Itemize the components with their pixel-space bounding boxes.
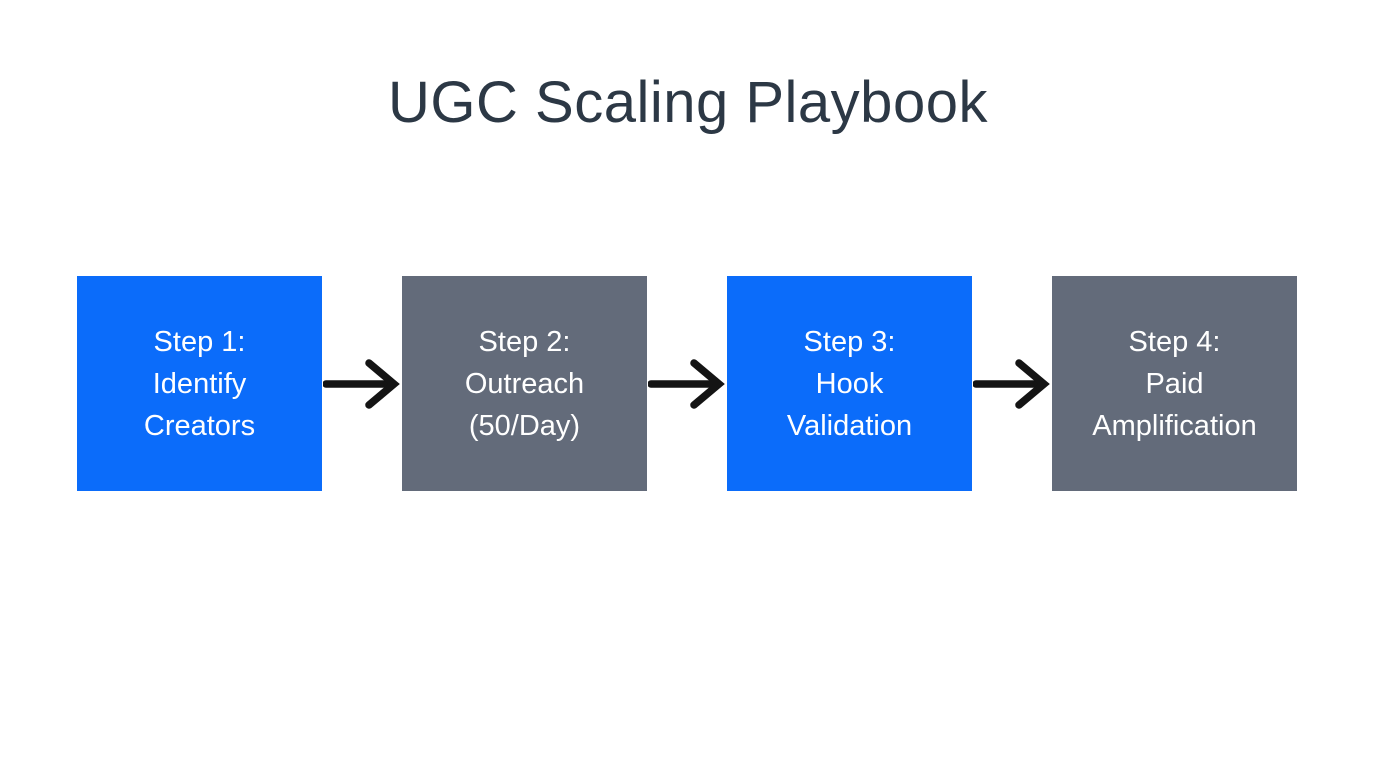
step-1-label-line-3: Creators xyxy=(143,409,256,442)
step-2-label-line-2: Outreach xyxy=(464,367,585,400)
step-1-label-line-1: Step 1: xyxy=(153,325,246,358)
arrow-right-icon xyxy=(972,276,1052,491)
step-3-label-line-3: Validation xyxy=(786,409,913,442)
step-box-3: Step 3: Hook Validation xyxy=(727,276,972,491)
step-box-4: Step 4: Paid Amplification xyxy=(1052,276,1297,491)
step-box-1: Step 1: Identify Creators xyxy=(77,276,322,491)
step-2-label-line-3: (50/Day) xyxy=(468,409,581,442)
process-flow: Step 1: Identify Creators Step 2: Outrea… xyxy=(77,276,1297,491)
page-title: UGC Scaling Playbook xyxy=(388,70,988,135)
step-4-label-line-1: Step 4: xyxy=(1128,325,1221,358)
step-1-label-line-2: Identify xyxy=(152,367,247,400)
step-box-2: Step 2: Outreach (50/Day) xyxy=(402,276,647,491)
step-4-label-line-3: Amplification xyxy=(1092,409,1257,442)
arrow-right-icon xyxy=(647,276,727,491)
step-3-label-line-2: Hook xyxy=(815,367,884,400)
arrow-right-icon xyxy=(322,276,402,491)
step-3-label-line-1: Step 3: xyxy=(803,325,896,358)
step-4-label-line-2: Paid xyxy=(1145,367,1204,400)
step-2-label-line-1: Step 2: xyxy=(478,325,571,358)
